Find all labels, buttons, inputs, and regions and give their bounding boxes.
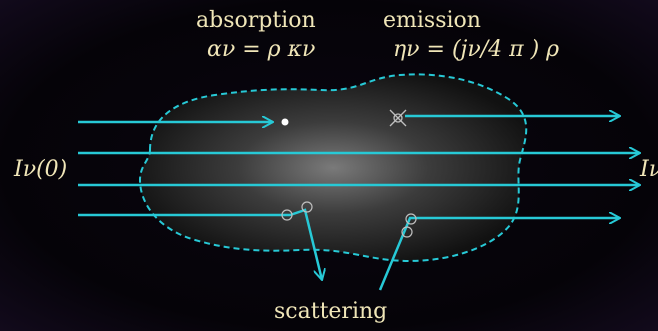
- emission-formula: ην = (jν/4 π ) ρ: [393, 37, 559, 62]
- scatter-particle: [281, 209, 293, 221]
- scattering-label: scattering: [274, 299, 387, 324]
- absorption-particle: [281, 118, 289, 126]
- scattered-ray-in: [78, 208, 322, 280]
- scatter-particle: [301, 201, 313, 213]
- scatter-particle: [405, 213, 417, 225]
- scatter-particle: [401, 226, 413, 238]
- emission-source-icon: [389, 109, 407, 127]
- incident-intensity-label: Iν(0): [13, 157, 67, 182]
- absorption-formula: αν = ρ κν: [207, 37, 315, 62]
- scattered-ray-out: [378, 218, 620, 291]
- emission-label: emission: [383, 8, 481, 33]
- absorption-label: absorption: [196, 8, 316, 33]
- absorbing-medium-cloud: [138, 73, 528, 262]
- outgoing-intensity-label: Iν: [639, 157, 658, 182]
